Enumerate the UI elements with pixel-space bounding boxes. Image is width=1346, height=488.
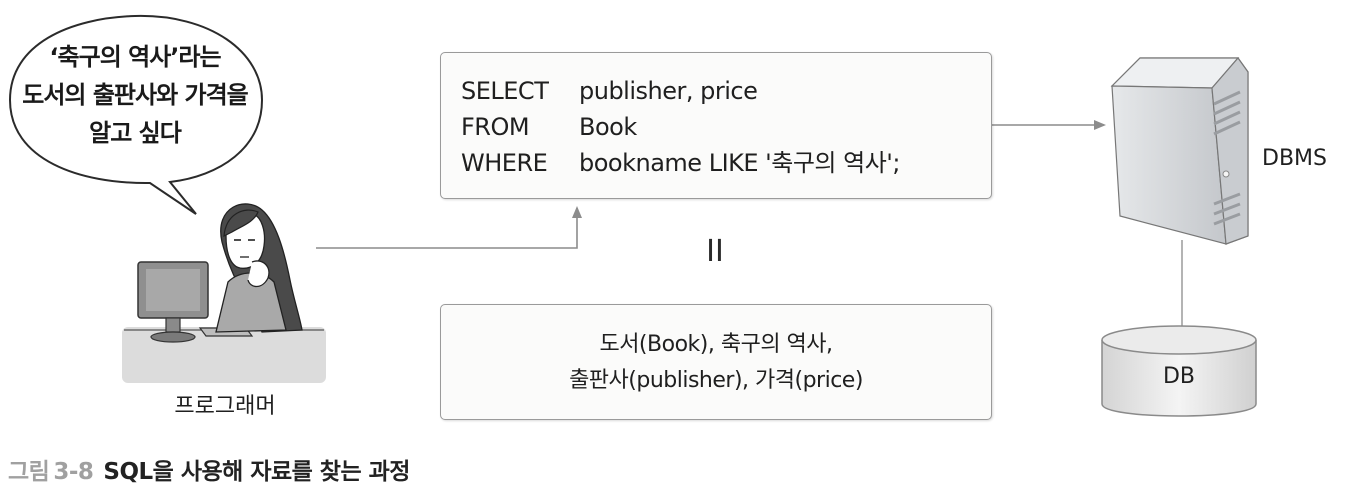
sql-query-box: SELECT publisher, price FROM Book WHERE boo…	[440, 52, 992, 199]
server-icon	[1110, 57, 1249, 245]
sql-clause: bookname LIKE '축구의 역사';	[579, 149, 900, 177]
sql-where-line: WHERE bookname LIKE '축구의 역사';	[461, 145, 900, 181]
speech-bubble-text: ‘축구의 역사’라는 도서의 출판사와 가격을 알고 싶다	[10, 38, 260, 152]
programmer-illustration	[122, 203, 326, 383]
sql-keyword: FROM	[461, 113, 530, 141]
programmer-label: 프로그래머	[174, 394, 276, 419]
sql-select-line: SELECT publisher, price	[461, 73, 758, 109]
caption-text: SQL을 사용해 자료를 찾는 과정	[103, 459, 410, 485]
meaning-box: 도서(Book), 축구의 역사, 출판사(publisher), 가격(pri…	[440, 304, 992, 420]
speech-line: 도서의 출판사와 가격을	[22, 81, 249, 109]
speech-bubble	[8, 14, 264, 215]
sql-keyword: SELECT	[461, 77, 549, 105]
sql-clause: Book	[579, 113, 637, 141]
sql-from-line: FROM Book	[461, 109, 637, 145]
sql-clause: publisher, price	[579, 77, 758, 105]
equivalence-symbol: II	[706, 234, 724, 269]
database-icon	[1101, 325, 1257, 417]
db-label: DB	[1162, 364, 1196, 389]
speech-line: ‘축구의 역사’라는	[49, 43, 221, 71]
sql-keyword: WHERE	[461, 149, 548, 177]
speech-line: 알고 싶다	[89, 119, 182, 147]
meaning-line: 출판사(publisher), 가격(price)	[569, 368, 863, 393]
caption-label: 그림	[8, 459, 50, 485]
caption-number: 3-8	[53, 459, 94, 485]
meaning-line: 도서(Book), 축구의 역사,	[599, 332, 833, 357]
dbms-label: DBMS	[1262, 146, 1327, 171]
request-arrow	[316, 206, 582, 249]
